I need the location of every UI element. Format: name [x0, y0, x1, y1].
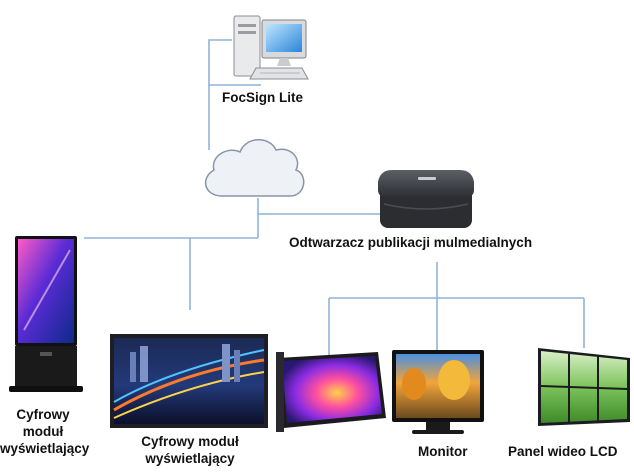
- video-wall-label: Panel wideo LCD: [508, 444, 618, 459]
- standing-kiosk-display-icon: [9, 236, 83, 392]
- signage-display-icon: [110, 334, 268, 428]
- computer-icon: [233, 15, 309, 80]
- video-wall-icon: [538, 348, 630, 426]
- kiosk-label: Cyfrowy moduł wyświetlający: [0, 406, 90, 457]
- monitor-label: Monitor: [418, 444, 468, 459]
- cloud-icon: [204, 139, 305, 197]
- connector-server: [208, 39, 261, 86]
- server-label: FocSign Lite: [222, 90, 303, 105]
- signage-label: Cyfrowy moduł wyświetlający: [120, 433, 260, 467]
- signage-label-line-2: wyświetlający: [145, 451, 235, 466]
- connectors: [84, 39, 585, 355]
- kiosk-label-line-2: moduł: [22, 424, 64, 439]
- led-panel-icon: [276, 352, 386, 432]
- kiosk-label-line-1: Cyfrowy: [16, 407, 70, 422]
- monitor-icon: [392, 350, 484, 434]
- signage-label-line-1: Cyfrowy moduł: [141, 434, 239, 449]
- media-player-icon: [378, 170, 474, 228]
- player-label: Odtwarzacz publikacji mulmedialnych: [289, 235, 533, 250]
- kiosk-label-line-3: wyświetlający: [0, 441, 90, 456]
